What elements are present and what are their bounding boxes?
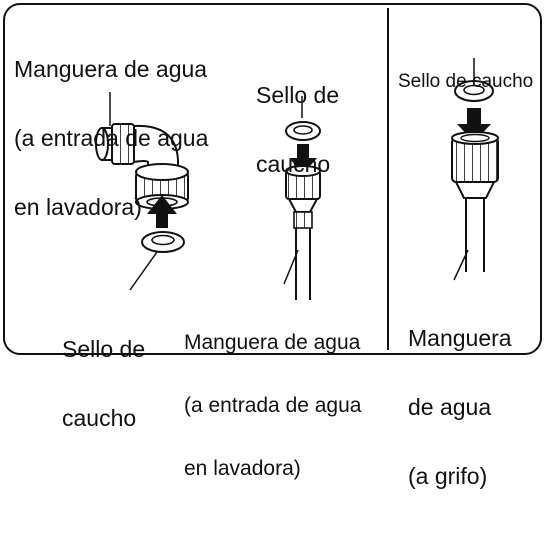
diagram-frame bbox=[3, 3, 542, 355]
faucet-hose-fitting bbox=[451, 131, 499, 272]
label-hose-to-faucet: Manguera de agua (a grifo) bbox=[408, 325, 512, 489]
arrow-up-icon bbox=[147, 195, 177, 228]
label-rubber-seal-right: Sello de caucho bbox=[398, 71, 534, 92]
leader-line bbox=[453, 249, 469, 281]
rubber-washer-center bbox=[285, 121, 321, 141]
label-hose-to-washer-inlet-top: Manguera de agua (a entrada de agua en l… bbox=[14, 56, 209, 220]
label-rubber-seal-center: Sello de caucho bbox=[256, 82, 340, 177]
hose-connection-diagram: Manguera de agua (a entrada de agua en l… bbox=[3, 3, 542, 488]
leader-line bbox=[283, 249, 299, 285]
arrow-down-icon bbox=[289, 144, 317, 174]
label-rubber-seal-bottom-left: Sello de caucho bbox=[62, 336, 146, 431]
rubber-washer-right bbox=[454, 80, 494, 102]
label-hose-to-washer-inlet-bottom: Manguera de agua (a entrada de agua en l… bbox=[184, 331, 362, 480]
straight-hose-fitting bbox=[285, 165, 321, 300]
arrow-down-icon bbox=[457, 108, 491, 142]
diagram-graphics bbox=[3, 3, 542, 355]
rubber-washer-left bbox=[141, 231, 185, 253]
leader-line bbox=[129, 251, 158, 291]
